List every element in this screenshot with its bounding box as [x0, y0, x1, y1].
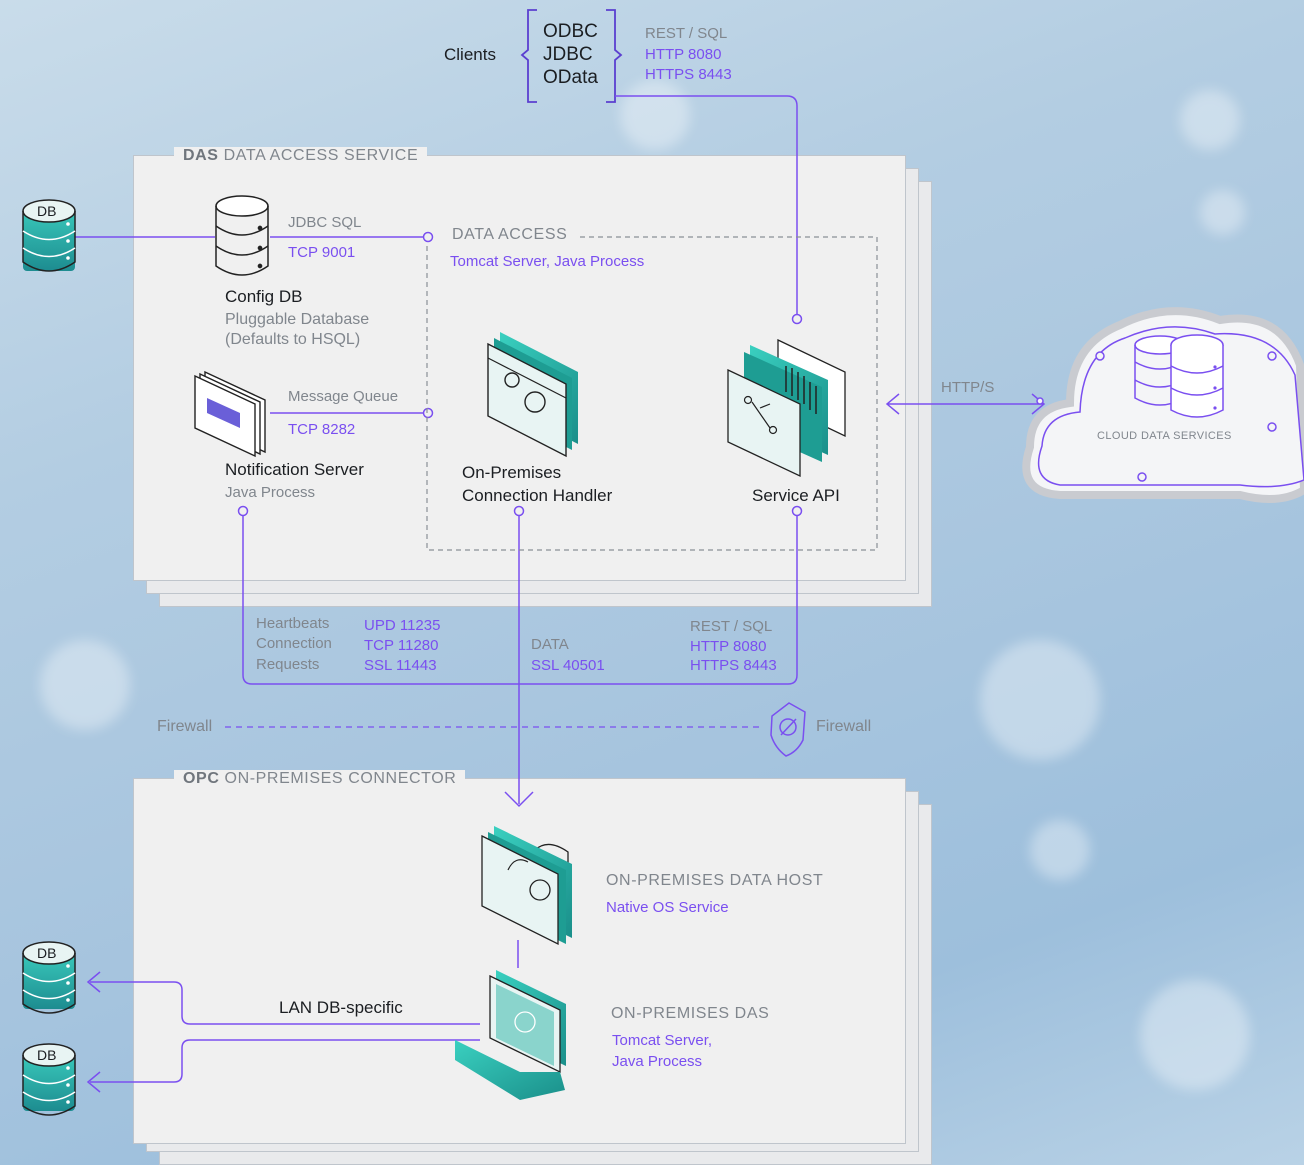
firewall-shield-icon [770, 702, 806, 757]
link-rest-port-https: HTTPS 8443 [690, 657, 777, 674]
bokeh [40, 640, 130, 730]
cloud-icon [1022, 307, 1304, 503]
service-api-icon [727, 338, 846, 478]
clients-label: Clients [444, 45, 496, 64]
external-db-label: DB [37, 203, 57, 219]
connection-handler-icon [487, 332, 578, 458]
link-label-connection: Connection [256, 635, 332, 652]
opc-section-title: OPC ON-PREMISES CONNECTOR [174, 770, 466, 788]
notification-protocol: Message Queue [288, 388, 399, 405]
connection-dots [237, 231, 803, 517]
clients-brackets [520, 9, 623, 103]
config-db-name: Config DB [225, 287, 303, 306]
firewall-right-label: Firewall [816, 718, 872, 735]
notification-server-desc: Java Process [225, 484, 316, 501]
config-db-desc1: Pluggable Database [225, 311, 370, 328]
lan-db-label-1: DB [37, 945, 57, 961]
connection-handler-line1: On-Premises [462, 463, 562, 482]
bokeh [1200, 190, 1245, 235]
lan-label: LAN DB-specific [279, 998, 403, 1017]
data-access-box [426, 236, 878, 551]
lan-db-icon-2 [22, 1043, 76, 1116]
client-driver-jdbc: JDBC [543, 44, 593, 65]
link-data-label: DATA [531, 636, 569, 653]
link-port-ssl: SSL 11443 [364, 657, 437, 674]
opc-title-text: ON-PREMISES CONNECTOR [224, 770, 457, 787]
data-access-subtitle: Tomcat Server, Java Process [450, 253, 645, 270]
client-driver-odata: OData [543, 67, 598, 88]
cloud-label: CLOUD DATA SERVICES [1097, 430, 1232, 442]
on-premises-das-sub1: Tomcat Server, [612, 1032, 713, 1049]
das-title-text: DATA ACCESS SERVICE [223, 147, 419, 164]
config-db-protocol: JDBC SQL [288, 214, 362, 231]
link-label-heartbeats: Heartbeats [256, 615, 330, 632]
data-access-title: DATA ACCESS [448, 226, 572, 244]
cloud-link-label: HTTP/S [941, 379, 995, 396]
clients-port-https: HTTPS 8443 [645, 66, 732, 83]
service-api-label: Service API [752, 486, 840, 505]
link-port-udp: UPD 11235 [364, 617, 441, 634]
lan-db-label-2: DB [37, 1047, 57, 1063]
on-premises-das-sub2: Java Process [612, 1053, 703, 1070]
config-db-port: TCP 9001 [288, 244, 356, 261]
link-data-port: SSL 40501 [531, 657, 605, 674]
data-host-subtitle: Native OS Service [606, 899, 729, 916]
notification-server-name: Notification Server [225, 460, 364, 479]
link-rest-label: REST / SQL [690, 618, 773, 635]
notification-server-icon [194, 370, 266, 458]
firewall-left-label: Firewall [157, 718, 213, 735]
bokeh [1140, 980, 1250, 1090]
link-port-tcp: TCP 11280 [364, 637, 439, 654]
lan-db-icon-1 [22, 941, 76, 1014]
link-rest-port-http: HTTP 8080 [690, 638, 767, 655]
bokeh [1030, 820, 1090, 880]
external-db-icon [22, 199, 76, 272]
connection-lines [75, 95, 1046, 1093]
data-host-icon [481, 826, 572, 946]
opc-title-abbrev: OPC [183, 770, 220, 787]
on-premises-das-icon [455, 970, 566, 1100]
config-db-icon [215, 195, 269, 276]
bokeh [1180, 90, 1240, 150]
das-title-abbrev: DAS [183, 147, 219, 164]
data-host-title: ON-PREMISES DATA HOST [606, 872, 824, 889]
clients-protocol: REST / SQL [645, 25, 728, 42]
bokeh [620, 80, 690, 150]
connection-handler-line2: Connection Handler [462, 486, 613, 505]
on-premises-das-title: ON-PREMISES DAS [611, 1005, 770, 1022]
client-driver-odbc: ODBC [543, 21, 598, 42]
link-label-requests: Requests [256, 656, 320, 673]
config-db-desc2: (Defaults to HSQL) [225, 331, 361, 348]
bokeh [980, 640, 1100, 760]
das-section-title: DAS DATA ACCESS SERVICE [174, 147, 428, 165]
clients-port-http: HTTP 8080 [645, 46, 722, 63]
notification-port: TCP 8282 [288, 421, 356, 438]
